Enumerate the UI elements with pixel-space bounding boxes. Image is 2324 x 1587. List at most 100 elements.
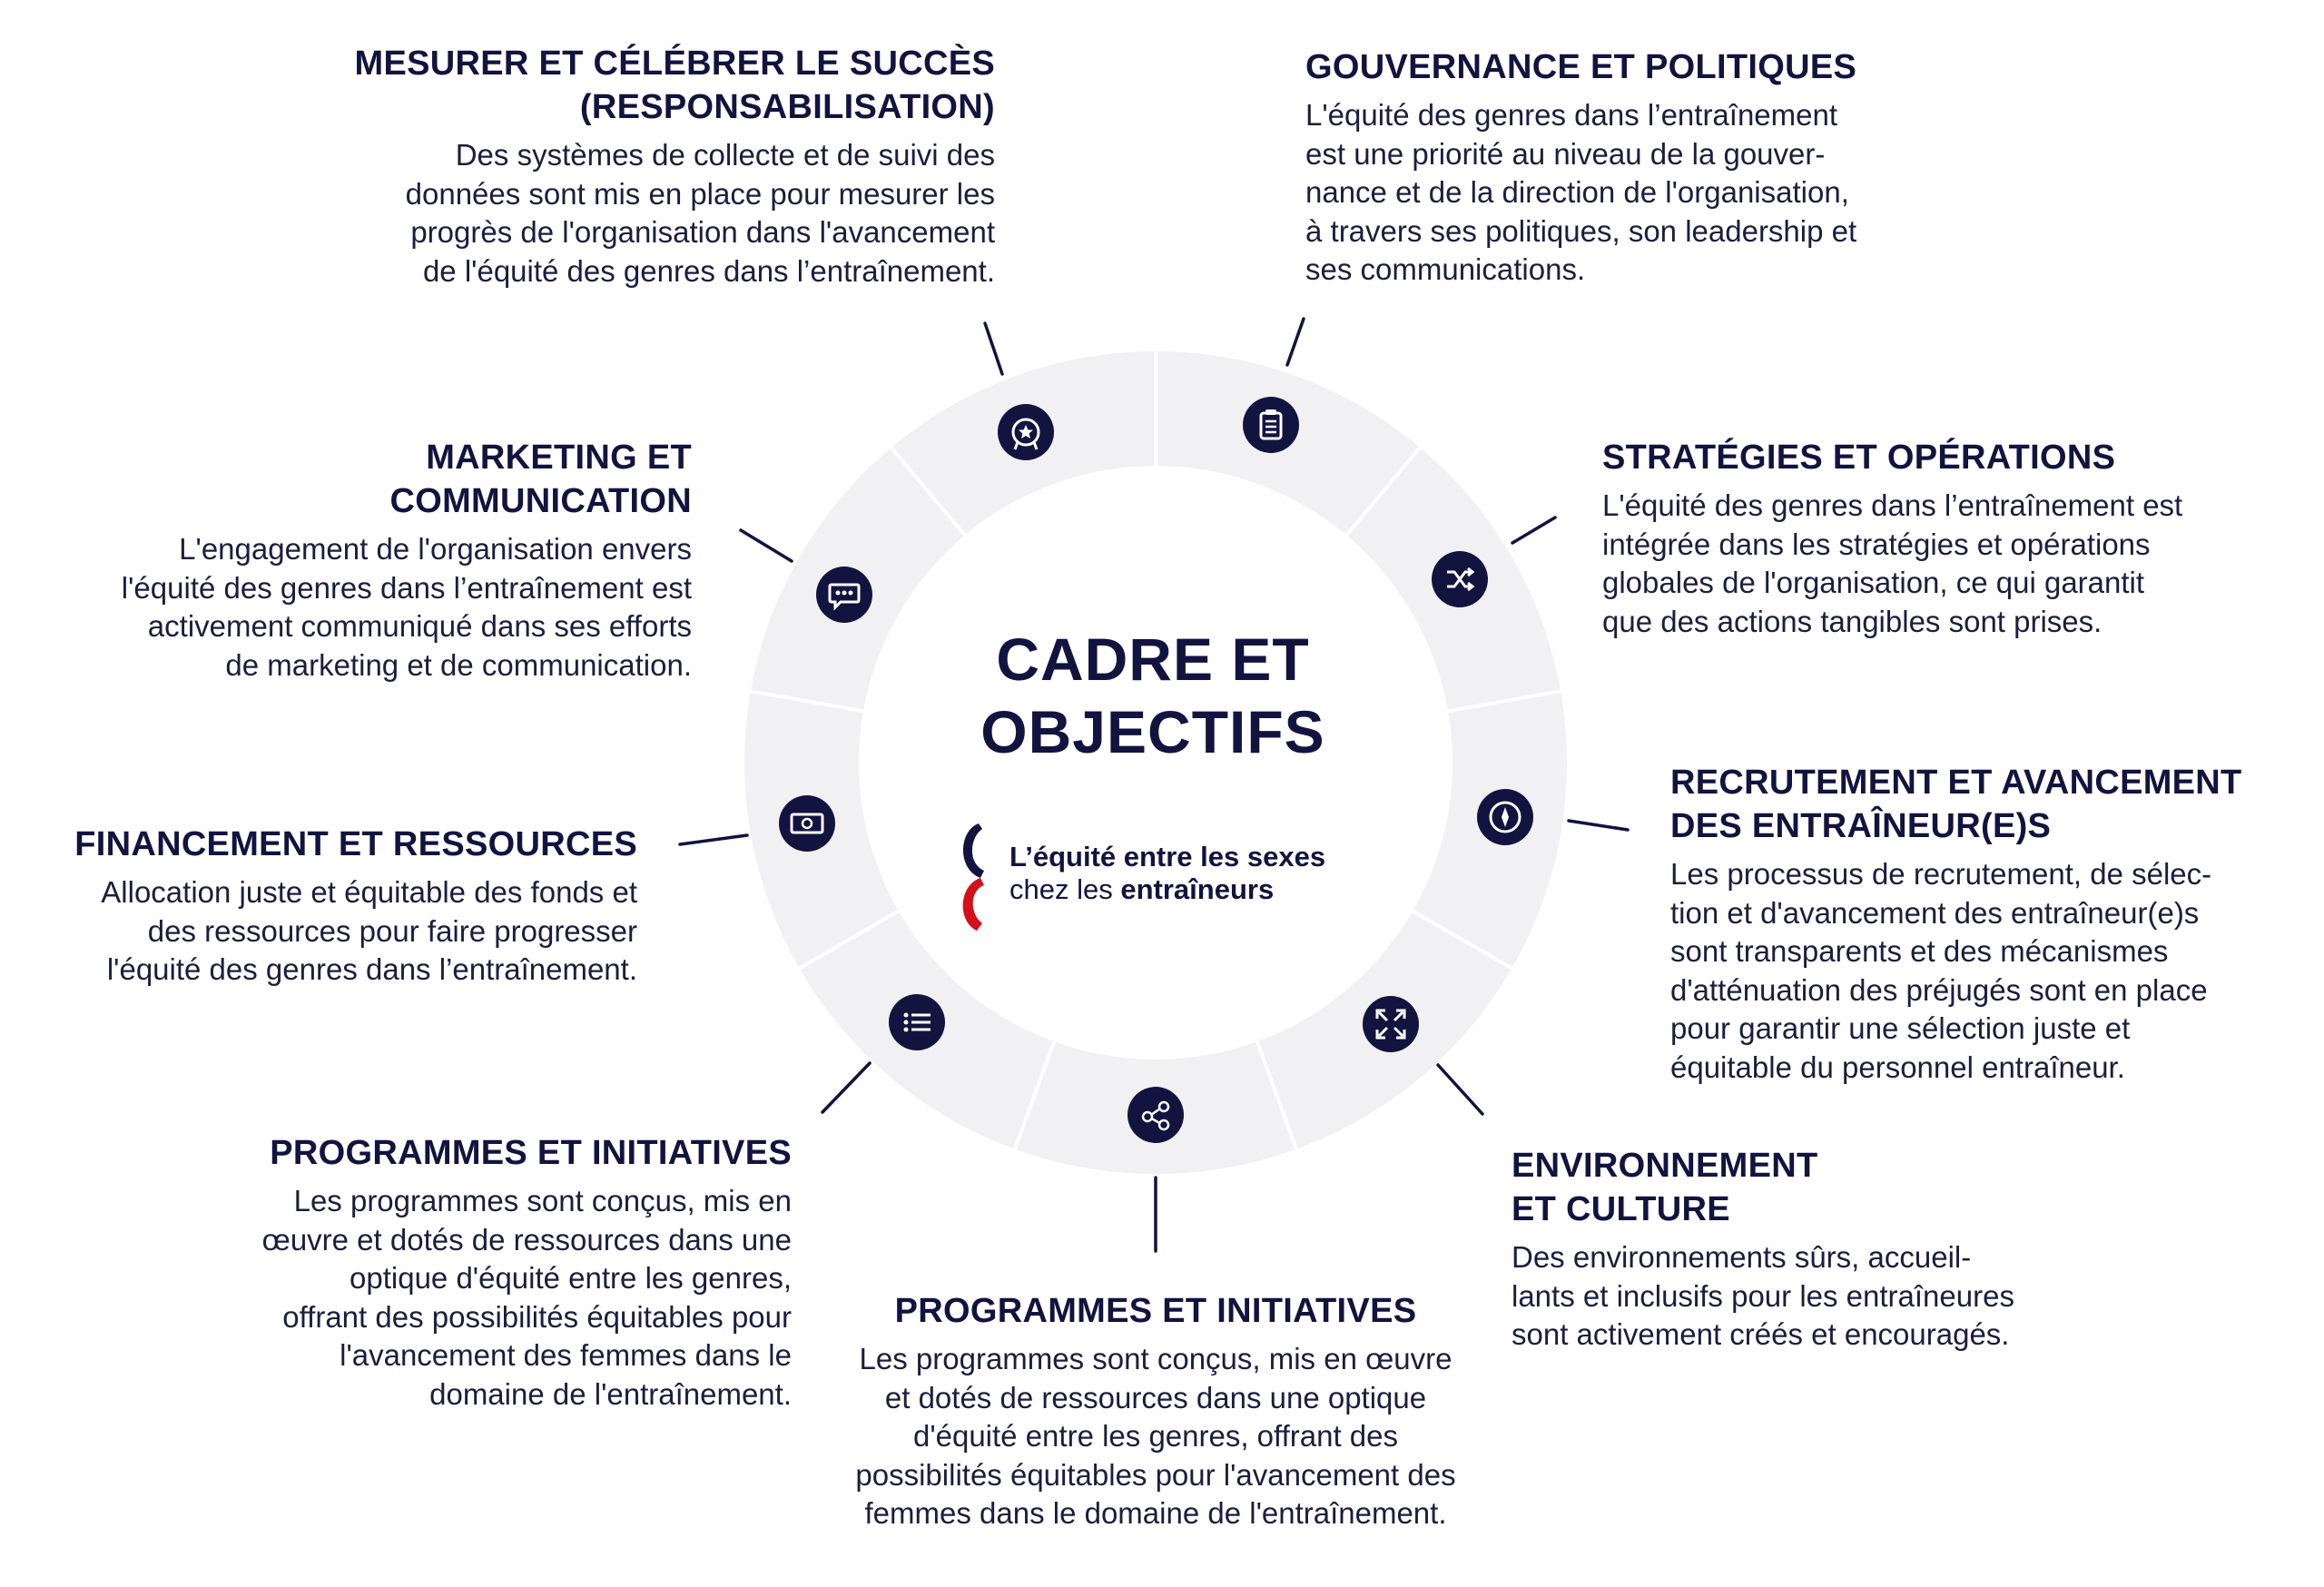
item-funding: FINANCEMENT ET RESSOURCES Allocation jus…: [27, 823, 637, 990]
compass-icon: [1477, 789, 1533, 845]
item-body: L'équité des genres dans l’entraînement …: [1602, 487, 2274, 641]
banknote-icon: [779, 795, 835, 852]
center-title-line-1: CADRE ET: [996, 626, 1310, 693]
item-environment: ENVIRONNEMENT ET CULTURE Des environneme…: [1512, 1144, 2093, 1355]
item-title-line-1: MARKETING ET: [426, 439, 692, 477]
item-title: PROGRAMMES ET INITIATIVES: [894, 1292, 1417, 1330]
item-body-line: de l'équité des genres dans l’entraîneme…: [422, 253, 995, 288]
item-body-line: l'équité des genres dans l’entraînement.: [106, 952, 637, 986]
item-body-line: lants et inclusifs pour les entraîneures: [1512, 1278, 2014, 1313]
item-body-line: d'équité entre les genres, offrant des: [912, 1419, 1399, 1453]
medal-star-icon: [998, 404, 1054, 460]
item-body-line: données sont mis en place pour mesurer l…: [405, 176, 995, 211]
item-title-line-2: ET CULTURE: [1512, 1190, 1730, 1228]
item-title: ENVIRONNEMENT ET CULTURE: [1512, 1144, 2093, 1231]
item-title: MESURER ET CÉLÉBRER LE SUCCÈS (RESPONSAB…: [345, 42, 995, 129]
item-title-line-2: DES ENTRAÎNEUR(E)S: [1670, 807, 2052, 845]
item-body: Des systèmes de collecte et de suivi des…: [345, 136, 995, 291]
item-body: Les processus de recrutement, de sélec- …: [1670, 855, 2306, 1087]
item-recruitment: RECRUTEMENT ET AVANCEMENT DES ENTRAÎNEUR…: [1670, 761, 2306, 1087]
item-body: Les programmes sont conçus, mis en œuvre…: [806, 1340, 1505, 1533]
item-title-line-2: (RESPONSABILISATION): [579, 88, 995, 126]
connector-line: [1511, 516, 1557, 545]
logo-text-regular: chez les: [1009, 873, 1121, 905]
item-title: GOUVERNANCE ET POLITIQUES: [1305, 48, 1857, 86]
item-title: MARKETING ET COMMUNICATION: [54, 436, 692, 523]
item-measure-success: MESURER ET CÉLÉBRER LE SUCCÈS (RESPONSAB…: [345, 42, 995, 291]
item-body: Des environnements sûrs, accueil- lants …: [1512, 1238, 2093, 1355]
connector-line: [739, 528, 793, 563]
item-body-line: optique d'équité entre les genres,: [350, 1261, 792, 1295]
item-body-line: sont activement créés et encouragés.: [1512, 1317, 2010, 1351]
item-body-line: pour garantir une sélection juste et: [1670, 1011, 2131, 1045]
item-body-line: et dotés de ressources dans une optique: [884, 1380, 1427, 1414]
item-body-line: d'atténuation des préjugés sont en place: [1670, 972, 2208, 1007]
item-body-line: ses communications.: [1305, 252, 1586, 286]
ring-divider: [1344, 445, 1423, 537]
item-body-line: nance et de la direction de l'organisati…: [1305, 175, 1849, 209]
item-body-line: domaine de l'entraînement.: [429, 1376, 792, 1411]
item-body-line: œuvre et dotés de ressources dans une: [261, 1222, 792, 1257]
list-icon: [889, 994, 945, 1050]
item-body-line: Les programmes sont conçus, mis en: [293, 1184, 792, 1217]
item-body-line: femmes dans le domaine de l'entraînement…: [864, 1496, 1447, 1530]
item-title-line-1: RECRUTEMENT ET AVANCEMENT: [1670, 764, 2242, 802]
item-title: STRATÉGIES ET OPÉRATIONS: [1602, 439, 2116, 477]
connector-line: [678, 833, 749, 846]
clipboard-icon: [1243, 397, 1299, 453]
ring-divider: [889, 445, 967, 537]
item-body-line: Les processus de recrutement, de sélec-: [1670, 857, 2212, 891]
item-body-line: est une priorité au niveau de la gouver-: [1305, 136, 1826, 171]
item-body: L'équité des genres dans l’entraînement …: [1305, 96, 1941, 290]
item-body-line: équitable du personnel entraîneur.: [1670, 1050, 2125, 1084]
item-title: PROGRAMMES ET INITIATIVES: [270, 1134, 792, 1172]
item-title-line-2: COMMUNICATION: [389, 482, 692, 520]
item-body-line: Des environnements sûrs, accueil-: [1512, 1240, 1972, 1274]
item-body-line: intégrée dans les stratégies et opératio…: [1602, 527, 2151, 561]
item-title-line-1: ENVIRONNEMENT: [1512, 1147, 1818, 1185]
ring-dividers: [749, 350, 1562, 1151]
center-title: CADRE ET OBJECTIFS: [935, 623, 1371, 768]
ring-divider: [1446, 689, 1562, 714]
chat-bubble-icon: [816, 567, 872, 623]
ring-divider: [1012, 1040, 1057, 1151]
item-strategies: STRATÉGIES ET OPÉRATIONS L'équité des ge…: [1602, 436, 2274, 641]
item-body-line: Allocation juste et équitable des fonds …: [101, 875, 637, 909]
item-body-line: sont transparents et des mécanismes: [1670, 934, 2169, 968]
logo: L’équité entre les sexes chez les entraî…: [953, 822, 1371, 931]
item-body-line: l'équité des genres dans l’entraînement …: [121, 570, 692, 605]
item-body: Allocation juste et équitable des fonds …: [27, 873, 637, 990]
item-marketing: MARKETING ET COMMUNICATION L'engagement …: [54, 436, 692, 685]
connector-lines: [678, 317, 1630, 1253]
logo-mark: [962, 823, 984, 931]
expand-arrows-icon: [1363, 996, 1419, 1052]
share-icon: [1128, 1087, 1184, 1143]
item-body-line: à travers ses politiques, son leadership…: [1305, 213, 1857, 248]
ring-divider: [1255, 1040, 1299, 1151]
item-body-line: de marketing et de communication.: [225, 647, 692, 682]
item-body: Les programmes sont conçus, mis en œuvre…: [192, 1182, 792, 1414]
connector-line: [1285, 317, 1305, 367]
item-body-line: L'équité des genres dans l’entraînement: [1305, 98, 1838, 132]
item-body-line: Des systèmes de collecte et de suivi des: [455, 138, 995, 172]
ring-divider: [749, 689, 865, 714]
connector-line: [1436, 1063, 1484, 1116]
ring-divider: [1411, 909, 1514, 971]
ring-divider: [797, 909, 901, 971]
connector-line: [983, 321, 1004, 376]
connector-line: [1567, 819, 1630, 832]
logo-text-line-2: chez les entraîneurs: [1009, 872, 1274, 907]
connector-line: [821, 1061, 872, 1114]
logo-text-bold: entraîneurs: [1120, 873, 1275, 905]
item-title: RECRUTEMENT ET AVANCEMENT DES ENTRAÎNEUR…: [1670, 761, 2306, 848]
item-body-line: possibilités équitables pour l'avancemen…: [855, 1457, 1456, 1492]
logo-text-line-1: L’équité entre les sexes: [1009, 841, 1326, 872]
item-body-line: L'équité des genres dans l’entraînement …: [1602, 488, 2183, 522]
center-title-line-2: OBJECTIFS: [980, 698, 1325, 765]
item-body-line: activement communiqué dans ses efforts: [147, 609, 692, 643]
item-body-line: globales de l'organisation, ce qui garan…: [1602, 566, 2145, 599]
item-governance: GOUVERNANCE ET POLITIQUES L'équité des g…: [1305, 45, 1941, 290]
item-title-line-1: MESURER ET CÉLÉBRER LE SUCCÈS: [354, 44, 995, 83]
item-programs-left: PROGRAMMES ET INITIATIVES Les programmes…: [192, 1131, 792, 1414]
